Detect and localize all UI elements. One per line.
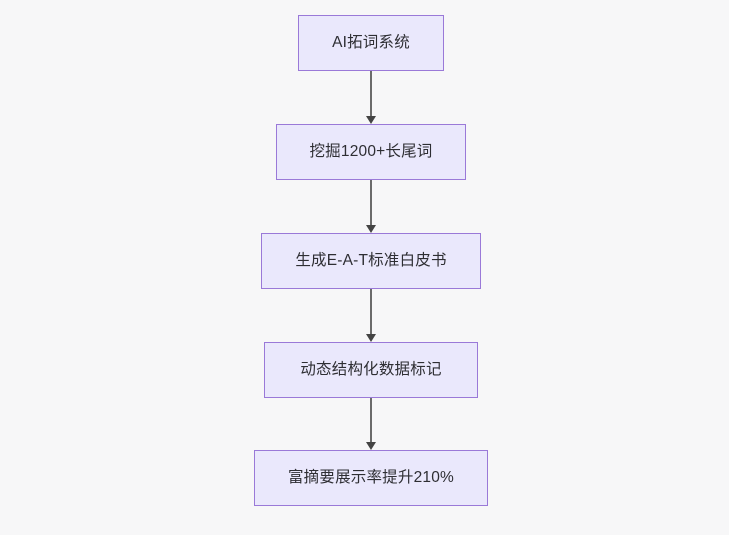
edge-line <box>370 289 372 335</box>
edge-n4-n5 <box>359 398 383 450</box>
flow-node-mine-longtail-keywords[interactable]: 挖掘1200+长尾词 <box>276 124 466 180</box>
edge-n2-n3 <box>359 180 383 233</box>
flow-node-rich-snippet-impression-lift[interactable]: 富摘要展示率提升210% <box>254 450 488 506</box>
flow-node-ai-keyword-system[interactable]: AI拓词系统 <box>298 15 444 71</box>
arrowhead-icon <box>366 442 376 450</box>
flow-node-label: 生成E-A-T标准白皮书 <box>295 251 447 269</box>
flow-node-generate-eat-whitepaper[interactable]: 生成E-A-T标准白皮书 <box>261 233 481 289</box>
edge-line <box>370 398 372 443</box>
arrowhead-icon <box>366 116 376 124</box>
edge-line <box>370 180 372 226</box>
flow-node-label: 富摘要展示率提升210% <box>287 468 455 486</box>
flow-node-label: AI拓词系统 <box>332 33 410 51</box>
flow-node-label: 动态结构化数据标记 <box>300 360 442 378</box>
flow-node-dynamic-structured-data-markup[interactable]: 动态结构化数据标记 <box>264 342 478 398</box>
arrowhead-icon <box>366 334 376 342</box>
flow-node-label: 挖掘1200+长尾词 <box>309 142 433 160</box>
arrowhead-icon <box>366 225 376 233</box>
edge-n3-n4 <box>359 289 383 342</box>
edge-line <box>370 71 372 117</box>
edge-n1-n2 <box>359 71 383 124</box>
